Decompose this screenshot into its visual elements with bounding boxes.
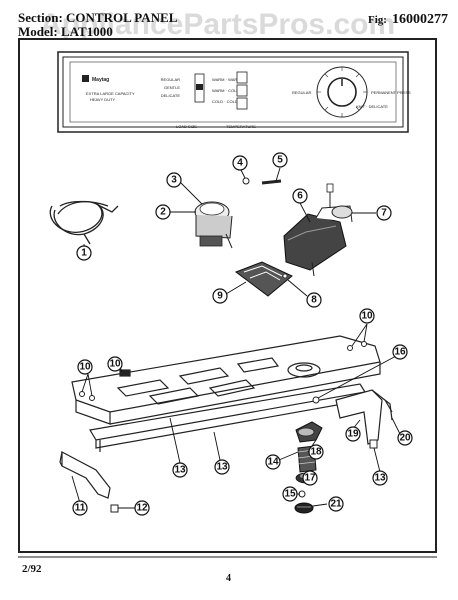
timer-motor-illustration [194,201,233,249]
screw-23-illustration [312,396,320,404]
maytag-logo-icon [82,75,89,82]
callout-label-6: 6 [297,191,303,202]
callout-circle-17 [302,470,318,486]
callout-circle-1 [76,245,92,261]
callout-label-10: 10 [109,359,121,370]
screw-10d-illustration [89,395,95,401]
callout-label-2: 2 [160,207,166,218]
callout-label-12: 12 [136,503,148,514]
console-frame-illustration [59,335,393,499]
callout-circle-6 [292,188,308,204]
callout-circle-9 [212,288,228,304]
screw-illustration [242,177,250,185]
panel-text-duty: HEAVY DUTY [90,97,116,102]
figure-number: 16000277 [392,12,448,27]
brand-name: Maytag [92,77,109,83]
callout-circle-7 [376,205,392,221]
clip-13-right-illustration [369,439,378,449]
leader-lines [71,167,401,509]
speed-label-2: GENTLE [164,85,180,90]
callout-label-17: 17 [304,473,316,484]
diagram-frame [18,38,437,553]
callout-circle-3 [166,172,182,188]
model-title: Model: LAT1000 [18,24,113,39]
figure-number-label: Fig: [368,14,387,26]
callout-circle-13 [172,462,188,478]
timer-label-regular: REGULAR [292,90,311,95]
callout-label-10: 10 [361,311,373,322]
callout-label-15: 15 [284,489,296,500]
callout-circle-15 [282,486,298,502]
callout-circle-14 [265,454,281,470]
screw-10c-illustration [79,391,85,397]
callout-label-13: 13 [216,462,228,473]
timer-knob-icon [327,77,357,107]
callout-circle-13 [214,459,230,475]
callout-circle-12 [134,500,150,516]
screw-10-illustration [347,345,353,351]
callout-label-10: 10 [79,362,91,373]
temp-label-3: COLD · COLD [212,99,238,104]
selector-switch-illustration [234,261,293,297]
knob-stack-illustration [294,421,323,514]
callout-label-7: 7 [381,208,387,219]
callout-circle-10 [77,359,93,375]
callout-label-1: 1 [81,248,87,259]
revision-date: 2/92 [22,563,42,575]
callout-label-19: 19 [347,429,359,440]
callout-circle-21 [328,496,344,512]
callout-circle-10 [359,308,375,324]
section-title: Section: CONTROL PANEL [18,10,178,25]
panel-label-temperature: TEMPERATURE [226,124,256,129]
callout-circle-8 [306,292,322,308]
speed-label-1: REGULAR [161,77,180,82]
callout-label-4: 4 [237,158,243,169]
callout-label-9: 9 [217,291,223,302]
callout-label-14: 14 [267,457,279,468]
page-number: 4 [226,573,231,584]
watermark: AppliancePartsPros.com [40,8,396,41]
callout-label-20: 20 [399,433,411,444]
callout-label-5: 5 [277,155,283,166]
control-panel-illustration: Maytag EXTRA LARGE CAPACITY HEAVY DUTY R… [57,51,411,133]
callout-label-16: 16 [394,347,406,358]
screw-10b-illustration [361,341,367,347]
speed-label-3: DELICATE [161,93,181,98]
pin-illustration [261,179,282,185]
callout-label-3: 3 [171,175,177,186]
clip-13-left-illustration [110,504,119,513]
callout-circle-19 [345,426,361,442]
panel-text-capacity: EXTRA LARGE CAPACITY [86,91,135,96]
timer-label-permanent-press: PERMANENT PRESS [371,90,411,95]
timer-assembly-illustration [283,183,353,277]
callout-circle-4 [232,155,248,171]
callout-circle-10 [107,356,123,372]
callout-circle-5 [272,152,288,168]
callout-circle-13 [372,470,388,486]
callout-circle-16 [392,344,408,360]
callout-circle-20 [397,430,413,446]
temp-label-2: WARM · COLD [212,88,239,93]
callout-circle-18 [308,444,324,460]
wire-harness-illustration [49,200,119,245]
callout-circle-2 [155,204,171,220]
callout-label-13: 13 [174,465,186,476]
temp-label-1: WARM · WARM [212,77,241,82]
panel-label-load-size: LOAD SIZE [176,124,197,129]
callout-label-21: 21 [330,499,342,510]
timer-label-knit: KNIT · DELICATE [356,104,388,109]
callout-label-8: 8 [311,295,317,306]
callout-label-18: 18 [310,447,322,458]
callout-label-11: 11 [75,503,86,514]
callout-circle-11 [72,500,88,516]
callout-label-13: 13 [374,473,386,484]
